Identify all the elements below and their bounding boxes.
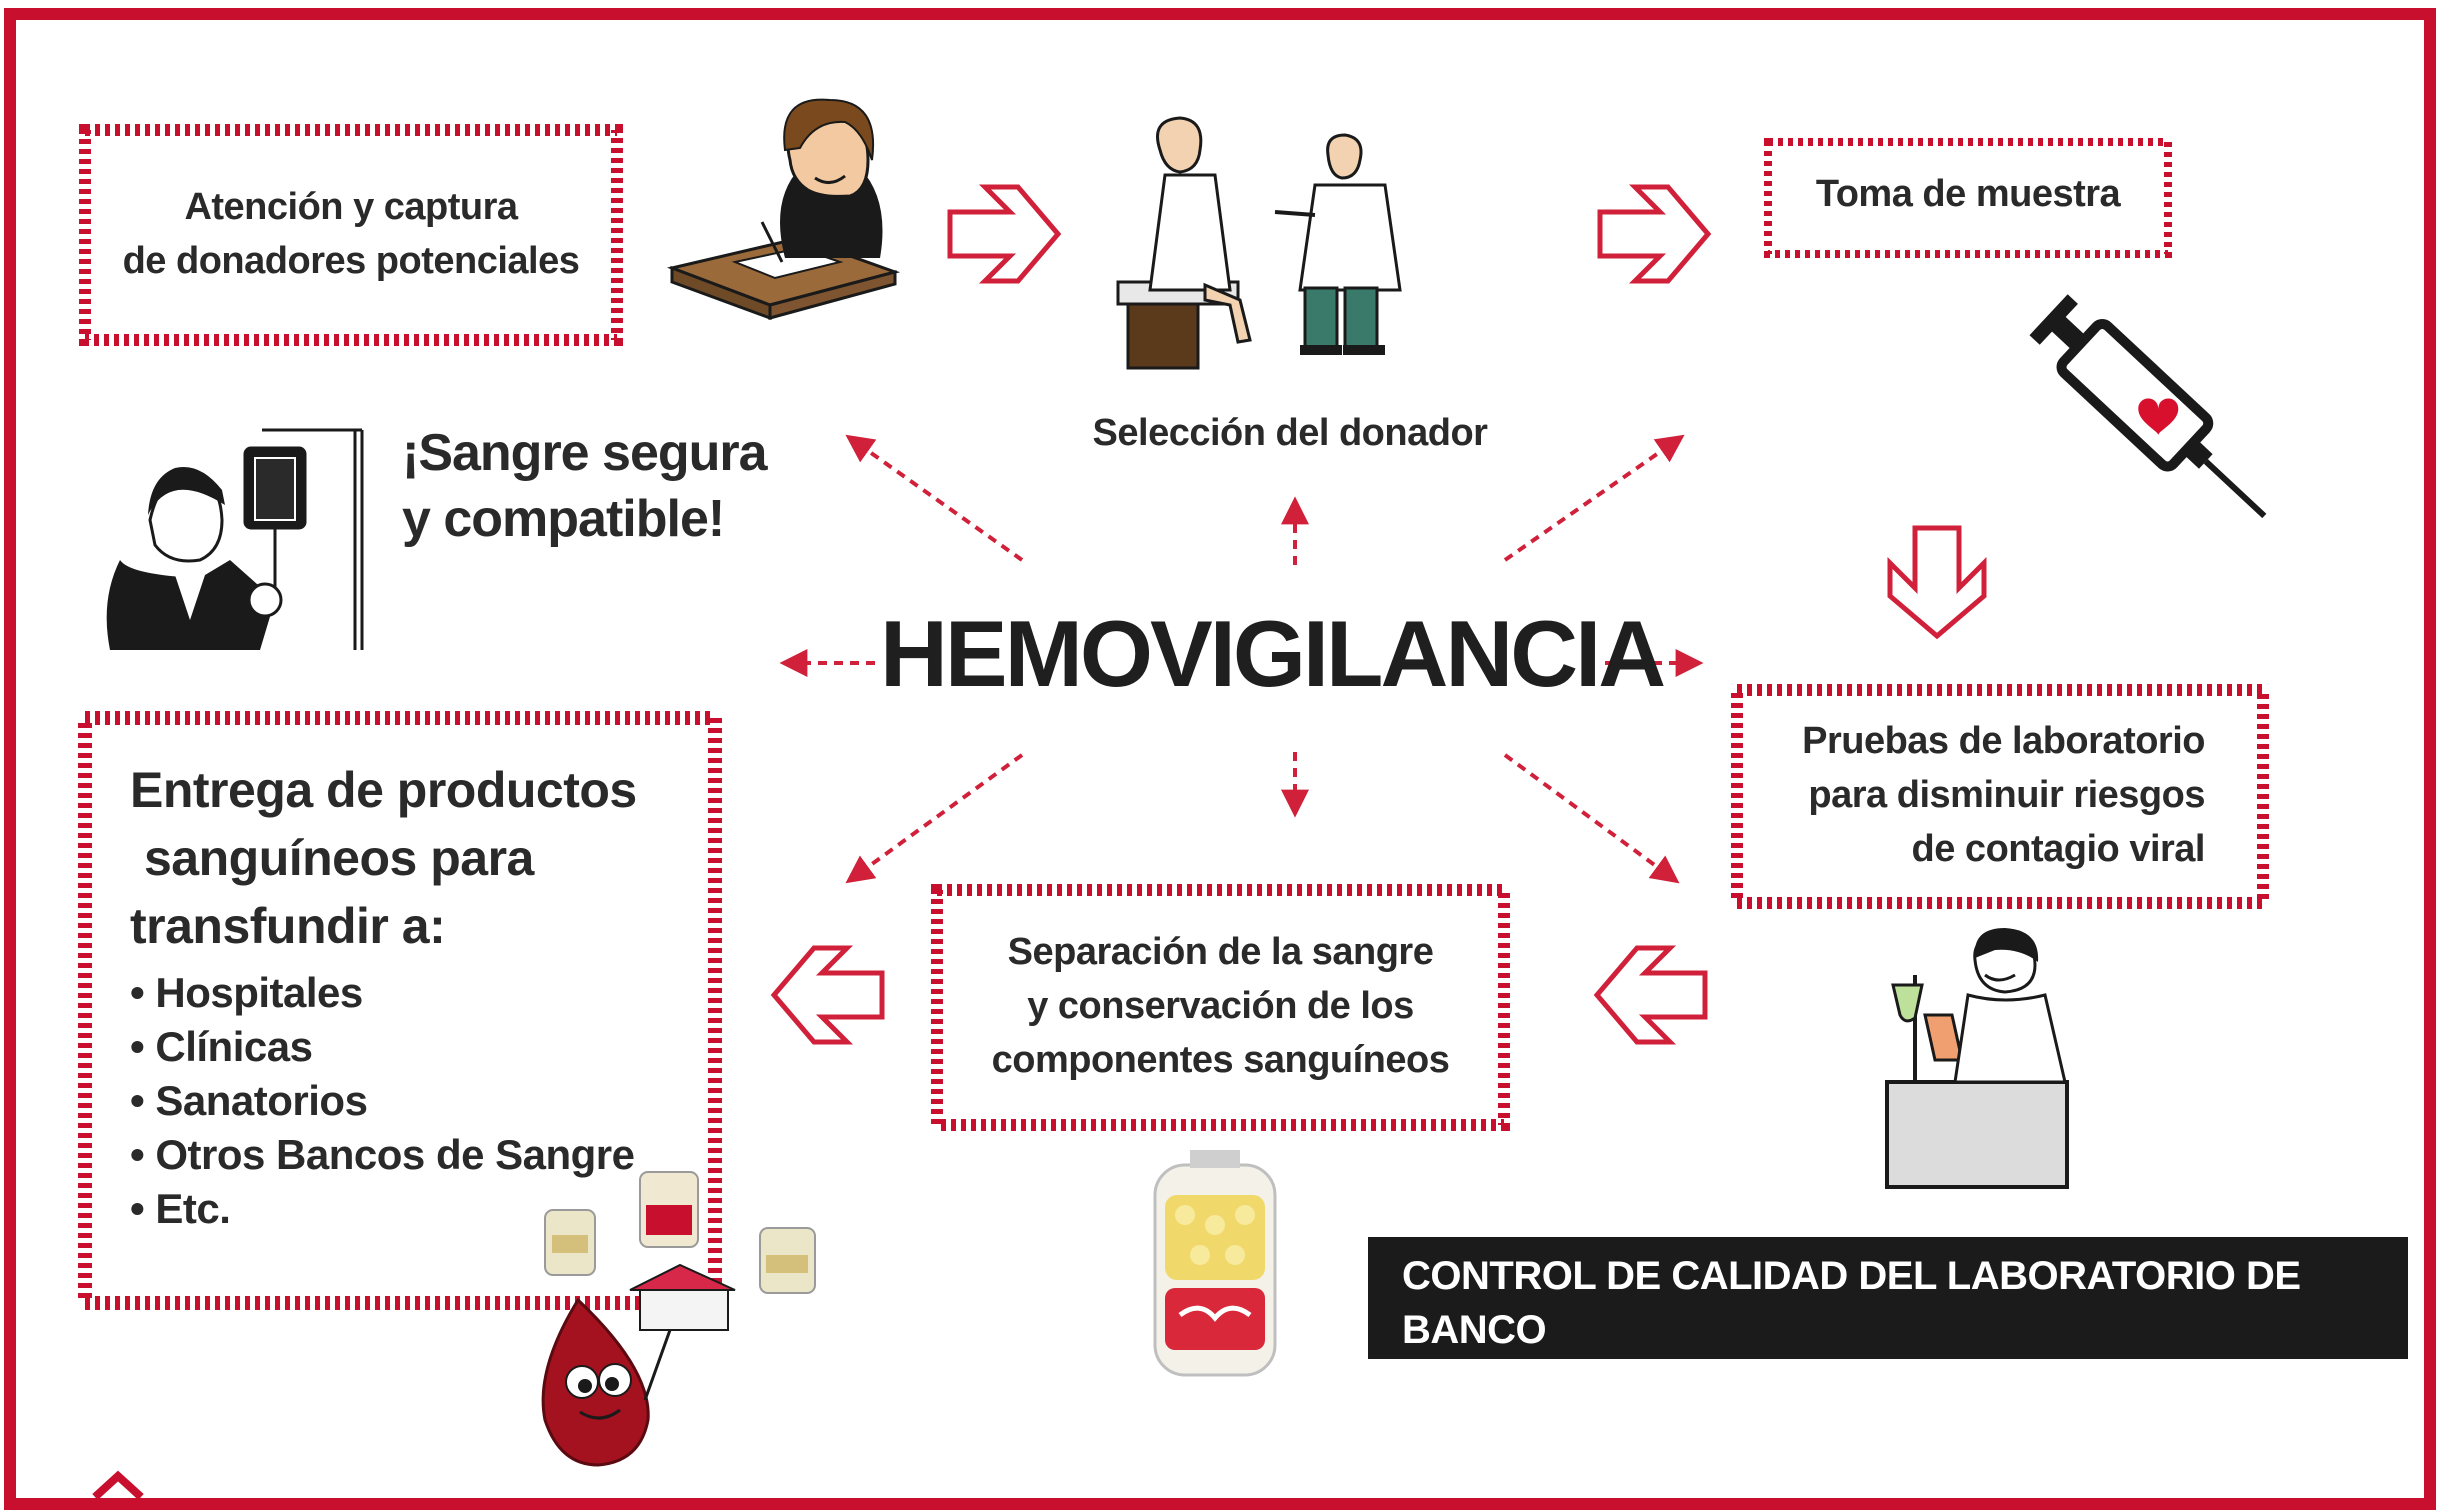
block-arrow-right-1 — [947, 184, 1062, 284]
step-seleccion: Selección del donador — [1092, 412, 1488, 454]
block-arrow-left-2 — [770, 945, 885, 1045]
quality-control-banner: CONTROL DE CALIDAD DEL LABORATORIO DE BA… — [1368, 1237, 2408, 1406]
step-atencion-line2: de donadores potenciales — [122, 240, 580, 282]
step-pruebas-line2: para disminuir riesgos — [1808, 774, 2205, 816]
arrow-down-right — [1503, 753, 1680, 884]
slogan-line2: y compatible! — [402, 490, 725, 548]
list-item: Clínicas — [130, 1020, 690, 1074]
step-pruebas-line3: de contagio viral — [1911, 828, 2206, 870]
step-separacion-line1: Separación de la sangre — [1007, 931, 1434, 973]
step-separacion: Separación de la sangre y conservación d… — [945, 925, 1496, 1087]
block-arrow-right-2 — [1597, 184, 1712, 284]
block-arrow-down — [1887, 525, 1987, 640]
list-item: Sanatorios — [130, 1074, 690, 1128]
step-entrega-line1: Entrega de productos — [130, 762, 637, 818]
slogan-line1: ¡Sangre segura — [402, 424, 768, 482]
radial-arrows — [779, 434, 1704, 884]
arrow-up-right — [1503, 434, 1685, 562]
arrow-up-left — [845, 434, 1024, 562]
box-toma — [1764, 138, 2172, 258]
entrega-list: Hospitales Clínicas Sanatorios Otros Ban… — [130, 966, 690, 1236]
arrow-down-left — [845, 753, 1024, 884]
step-toma: Toma de muestra — [1815, 173, 2121, 215]
syringe-heart-icon — [2029, 294, 2267, 519]
lab-technician-icon — [1885, 928, 2069, 1189]
step-pruebas-line1: Pruebas de laboratorio — [1802, 720, 2205, 762]
step-pruebas: Pruebas de laboratorio para disminuir ri… — [1745, 714, 2255, 876]
doctor-patient-icon — [1116, 116, 1402, 370]
iv-bag-vampire-icon — [106, 428, 364, 650]
step-separacion-line2: y conservación de los — [1027, 985, 1414, 1027]
step-atencion: Atención y captura de donadores potencia… — [95, 180, 607, 288]
frame-notch — [92, 1470, 144, 1500]
box-separacion — [931, 884, 1510, 1131]
step-separacion-line3: componentes sanguíneos — [991, 1039, 1450, 1081]
banner-line1: CONTROL DE CALIDAD DEL LABORATORIO DE BA… — [1402, 1254, 2301, 1352]
list-item: Etc. — [130, 1182, 690, 1236]
box-entrega — [78, 711, 722, 1310]
step-atencion-line1: Atención y captura — [184, 186, 518, 228]
banner-line2: DE SANGRE — [1402, 1362, 1636, 1406]
list-item: Otros Bancos de Sangre — [130, 1128, 690, 1182]
step-entrega-line3: transfundir a: — [130, 898, 446, 954]
slogan: ¡Sangre segura y compatible! — [402, 420, 768, 552]
blood-bag-icon — [1153, 1150, 1277, 1377]
step-entrega: Entrega de productos sanguíneos para tra… — [130, 756, 690, 1236]
step-entrega-line2: sanguíneos para — [144, 830, 534, 886]
block-arrow-left-1 — [1593, 945, 1708, 1045]
page-title: HEMOVIGILANCIA — [880, 601, 1666, 706]
box-pruebas — [1731, 684, 2269, 909]
list-item: Hospitales — [130, 966, 690, 1020]
woman-writing-icon — [666, 98, 901, 321]
outer-border — [4, 8, 2436, 1510]
